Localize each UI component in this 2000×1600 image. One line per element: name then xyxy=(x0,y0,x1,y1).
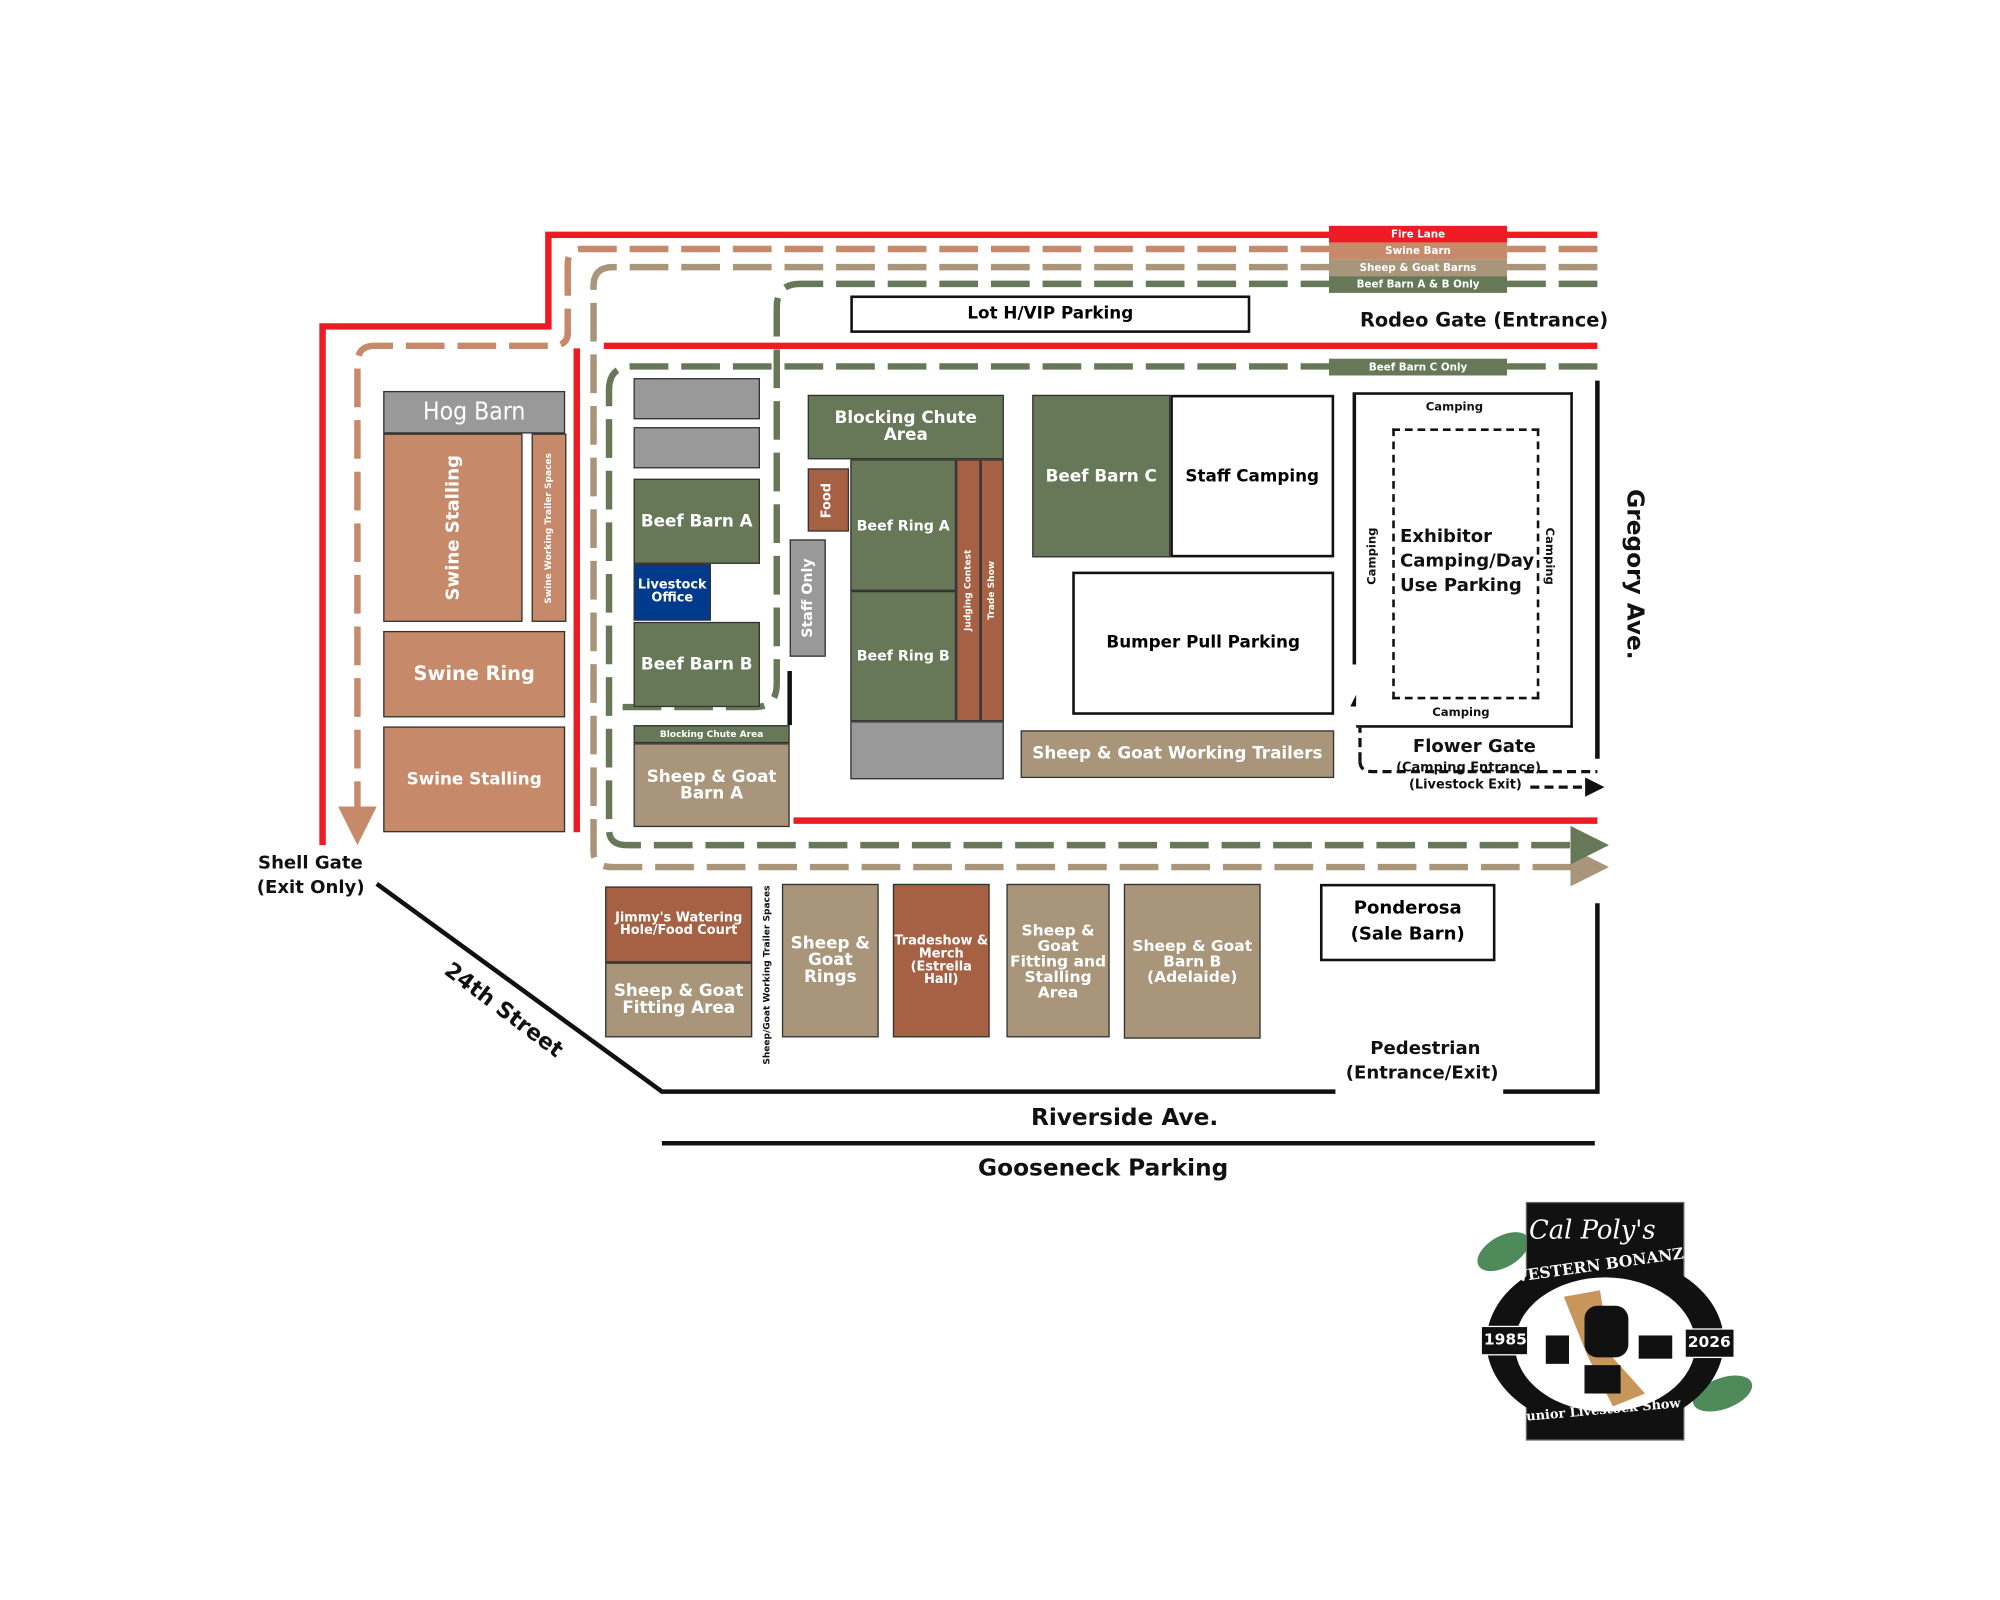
sheep-goat-fitting-area[interactable]: Sheep & Goat Fitting Area xyxy=(605,962,753,1038)
label: Trade Show xyxy=(986,560,997,620)
beef-ring-b[interactable]: Beef Ring B xyxy=(850,590,957,722)
label: Judging Contest xyxy=(962,549,973,631)
sheep-goat-fitting-stalling[interactable]: Sheep & Goat Fitting and Stalling Area xyxy=(1006,883,1110,1038)
sheep-goat-trailer-spaces-label: Sheep/Goat Working Trailer Spaces xyxy=(761,885,772,1065)
sheep-goat-working-trailers[interactable]: Sheep & Goat Working Trailers xyxy=(1020,730,1335,779)
gregory-ave-label: Gregory Ave. xyxy=(1620,489,1648,660)
swine-route xyxy=(338,245,1598,846)
street-lines xyxy=(375,380,1600,1146)
flower-gate-sub2: (Livestock Exit) xyxy=(1409,778,1522,793)
legend-fire-lane: Fire Lane xyxy=(1329,225,1508,243)
swine-stalling-south[interactable]: Swine Stalling xyxy=(383,726,566,833)
bumper-pull-parking[interactable]: Bumper Pull Parking xyxy=(1072,571,1335,715)
legend-beef-c: Beef Barn C Only xyxy=(1329,358,1508,376)
blocking-chute-area[interactable]: Blocking Chute Area xyxy=(807,394,1004,460)
hog-barn[interactable]: Hog Barn xyxy=(383,390,566,434)
camping-label-left: Camping xyxy=(1366,527,1380,585)
ponderosa-sale-barn[interactable]: Ponderosa (Sale Barn) xyxy=(1319,883,1496,962)
shell-gate-label: Shell Gate xyxy=(258,852,363,874)
sheep-goat-route xyxy=(590,263,1610,887)
jimmys-food-court[interactable]: Jimmy's Watering Hole/Food Court xyxy=(605,886,753,963)
day-use-parking-boundary xyxy=(1392,428,1540,700)
tradeshow-merch[interactable]: Tradeshow & Merch (Estrella Hall) xyxy=(892,883,990,1038)
label: Food xyxy=(820,482,835,518)
riverside-ave-label: Riverside Ave. xyxy=(1030,1104,1219,1132)
logo-year-start: 1985 xyxy=(1483,1330,1527,1349)
livestock-office[interactable]: Livestock Office xyxy=(633,563,711,621)
sheep-goat-rings[interactable]: Sheep & Goat Rings xyxy=(781,883,879,1038)
pedestrian-sub: (Entrance/Exit) xyxy=(1345,1063,1499,1084)
trade-show[interactable]: Trade Show xyxy=(980,459,1004,722)
judging-contest[interactable]: Judging Contest xyxy=(956,459,981,722)
exhibitor-camping-label: Exhibitor Camping/Day Use Parking xyxy=(1399,526,1535,596)
camping-label-bottom: Camping xyxy=(1432,707,1490,720)
label: Staff Only xyxy=(799,558,817,638)
beef-ab-route xyxy=(609,280,1598,711)
shell-gate-sub: (Exit Only) xyxy=(256,877,365,899)
gray-structure-2 xyxy=(633,427,760,469)
swine-stalling-north[interactable]: Swine Stalling xyxy=(383,433,523,622)
beef-ring-a[interactable]: Beef Ring A xyxy=(850,459,957,591)
beef-barn-b[interactable]: Beef Barn B xyxy=(633,621,760,708)
staff-only[interactable]: Staff Only xyxy=(789,539,826,657)
logo-year-end: 2026 xyxy=(1687,1332,1731,1351)
lot-h-vip-parking[interactable]: Lot H/VIP Parking xyxy=(850,295,1251,333)
flower-gate-sub1: (Camping Entrance) xyxy=(1396,761,1541,776)
flower-gate-label: Flower Gate xyxy=(1412,736,1536,758)
legend-beef-ab: Beef Barn A & B Only xyxy=(1329,276,1508,293)
legend-swine-barn: Swine Barn xyxy=(1329,242,1508,260)
food[interactable]: Food xyxy=(807,468,850,532)
rodeo-gate-label: Rodeo Gate (Entrance) xyxy=(1359,308,1609,332)
western-bonanza-logo: Cal Poly's WESTERN BONANZA 1985 2026 Jun… xyxy=(1471,1200,1755,1445)
label: Swine Stalling xyxy=(442,454,464,601)
camping-label-top: Camping xyxy=(1425,401,1484,415)
swine-ring[interactable]: Swine Ring xyxy=(383,630,566,718)
gooseneck-parking-label: Gooseneck Parking xyxy=(978,1154,1229,1182)
staff-camping[interactable]: Staff Camping xyxy=(1170,394,1335,558)
sheep-goat-barn-a[interactable]: Sheep & Goat Barn A xyxy=(633,743,790,828)
fire-lane-route xyxy=(319,231,1598,846)
legend-sheep-goat-barns: Sheep & Goat Barns xyxy=(1329,259,1508,277)
label: Swine Working Trailer Spaces xyxy=(543,452,554,604)
swine-working-trailer-spaces[interactable]: Swine Working Trailer Spaces xyxy=(531,433,567,622)
logo-graphic xyxy=(1477,1201,1753,1441)
pedestrian-label: Pedestrian xyxy=(1370,1038,1481,1060)
gray-structure-1 xyxy=(633,378,760,420)
blocking-chute-area-small[interactable]: Blocking Chute Area xyxy=(633,725,790,744)
sheep-goat-barn-b[interactable]: Sheep & Goat Barn B (Adelaide) xyxy=(1123,883,1261,1039)
beef-barn-a[interactable]: Beef Barn A xyxy=(633,478,760,564)
beef-c-route xyxy=(605,363,1610,865)
logo-line1: Cal Poly's xyxy=(1529,1214,1656,1246)
beef-barn-c[interactable]: Beef Barn C xyxy=(1032,394,1171,558)
camping-label-right: Camping xyxy=(1542,527,1556,585)
gray-structure-3 xyxy=(850,721,1004,780)
